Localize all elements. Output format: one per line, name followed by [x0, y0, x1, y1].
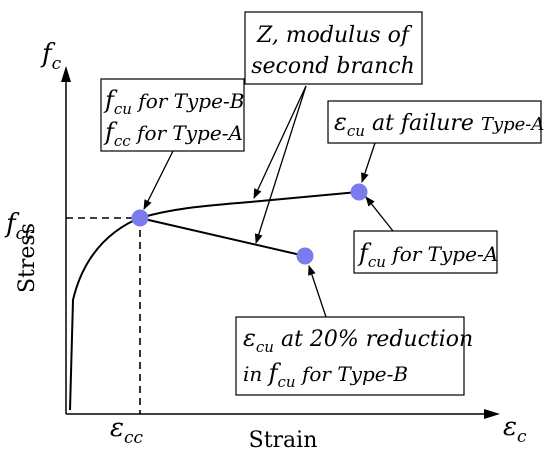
failure-point-marker [350, 183, 368, 201]
type-b-softening-branch [139, 217, 306, 257]
failure-label-box [327, 100, 542, 144]
x-axis-arrowhead [484, 409, 500, 419]
y-axis-symbol: fc [40, 39, 62, 74]
y-axis-arrowhead [61, 66, 71, 82]
x-axis-label: Strain [249, 428, 318, 453]
modulus-label-line2: second branch [251, 54, 415, 79]
failure-label: εcu at failure Type-A [334, 108, 544, 140]
reduction-point-marker [296, 247, 314, 265]
ascending-branch-curve [69, 217, 141, 411]
x-axis-symbol: εc [503, 412, 527, 447]
failure-pointer-arrow [361, 142, 376, 183]
peak-point-marker [131, 209, 149, 227]
type-a-hardening-branch [139, 191, 359, 219]
peak-pointer-arrow [143, 150, 174, 210]
reduction-label-box [235, 316, 465, 396]
fcc-tick-label: fcc [4, 209, 35, 244]
fcu-type-a-label-box [353, 230, 498, 274]
y-axis-label: Stress [15, 223, 40, 293]
ecc-tick-label: εcc [110, 413, 143, 448]
modulus-pointer-arrow-lower [254, 85, 307, 244]
peak-label-line1: fcu for Type-B [103, 86, 244, 118]
modulus-pointer-arrow-upper [253, 85, 307, 199]
modulus-label-box [244, 11, 423, 85]
modulus-label-line1: Z, modulus of [256, 23, 413, 48]
peak-label-box [100, 78, 245, 152]
reduction-label-line2: in fcu for Type-B [243, 359, 408, 391]
reduction-label-line1: εcu at 20% reduction [243, 324, 473, 356]
peak-label-line2: fcc for Type-A [103, 118, 243, 150]
fcu-type-a-pointer-arrow [365, 196, 394, 232]
reduction-pointer-arrow [308, 265, 327, 318]
